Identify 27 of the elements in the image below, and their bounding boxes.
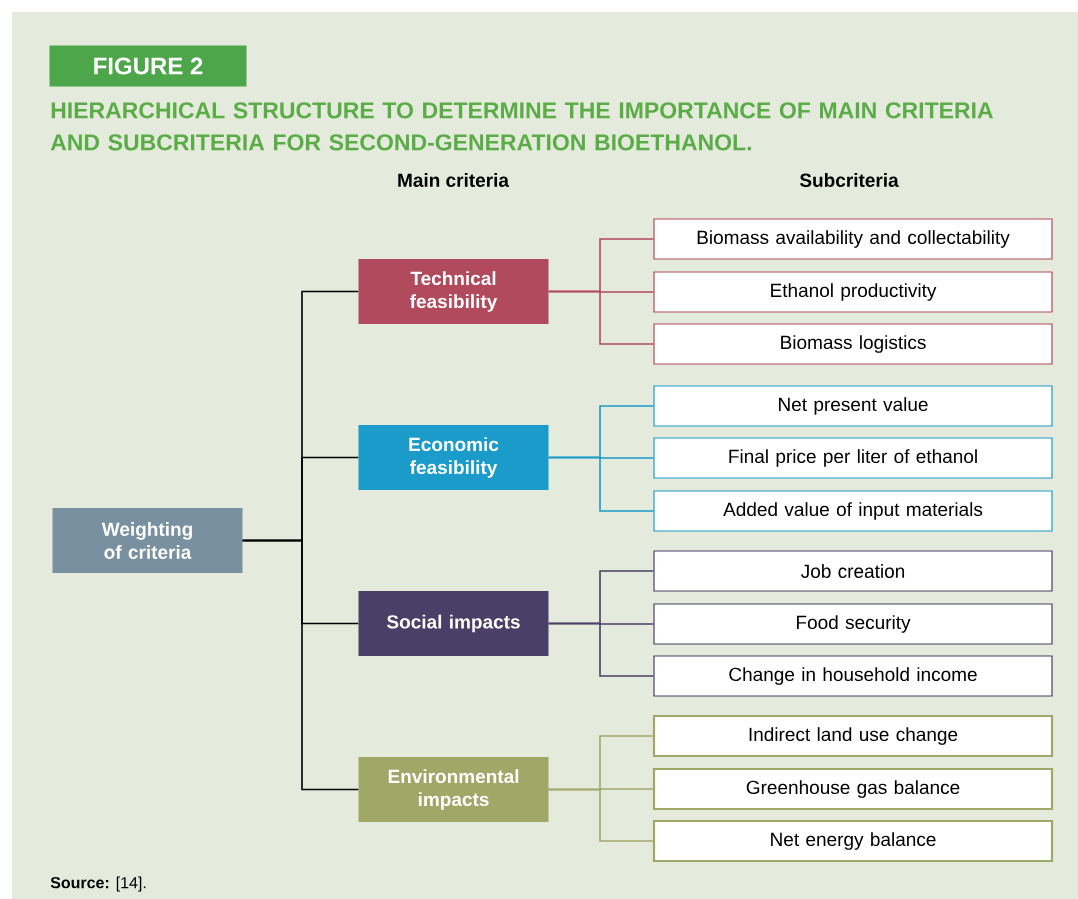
criterion-box: Social impacts <box>358 591 549 656</box>
column-heading: Subcriteria <box>799 173 899 187</box>
column-heading: Main criteria <box>398 173 510 187</box>
connector-line <box>547 290 655 345</box>
subcriterion-box: Indirect land use change <box>652 714 1054 758</box>
subcriterion-box: Biomass availability and collectability <box>653 218 1053 260</box>
subcriterion-box: Change in household income <box>653 655 1053 697</box>
connector-line <box>547 456 655 512</box>
subcriterion-box: Greenhouse gas balance <box>652 767 1054 811</box>
subcriterion-box: Job creation <box>653 550 1053 592</box>
subcriterion-box: Biomass logistics <box>653 323 1053 365</box>
subcriterion-box: Net present value <box>653 385 1053 427</box>
subcriterion-box: Ethanol productivity <box>653 271 1053 313</box>
criterion-box: Environmental impacts <box>358 757 549 822</box>
connector-line <box>241 539 360 791</box>
source-note: Source: [14]. <box>50 876 146 892</box>
subcriterion-box: Final price per liter of ethanol <box>653 437 1053 479</box>
connector-line <box>547 788 654 842</box>
figure-badge: FIGURE 2 <box>49 45 247 87</box>
subcriterion-box: Net energy balance <box>652 819 1054 863</box>
subcriterion-box: Added value of input materials <box>653 490 1053 532</box>
criterion-box: Economic feasibility <box>358 425 549 490</box>
criterion-box: Weighting of criteria <box>52 508 243 573</box>
criterion-box: Technical feasibility <box>358 259 549 324</box>
connector-line <box>547 622 655 677</box>
subcriterion-box: Food security <box>653 603 1053 645</box>
figure-title: HIERARCHICAL STRUCTURE TO DETERMINE THE IMPORTANCE OF MAIN CRITERIA AND SUBCRITERIA FOR SECOND-GENERATION BIOETHANOL. <box>50 102 993 151</box>
